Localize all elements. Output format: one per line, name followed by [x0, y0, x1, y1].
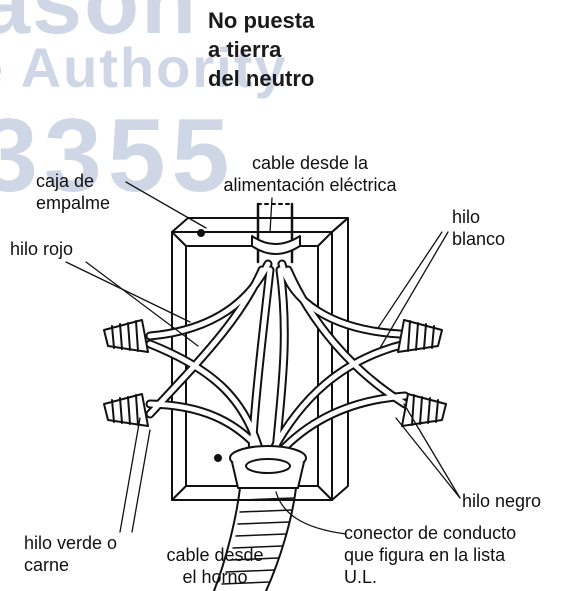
title-line-3: del neutro — [208, 66, 315, 91]
watermark-line-3: 3355 — [0, 98, 236, 214]
label-conduit-connector: conector de conducto que figura en la li… — [344, 523, 517, 587]
title-line-1: No puesta — [208, 8, 315, 33]
conduit-connector — [229, 445, 307, 489]
label-green-wire: hilo verde o carne — [24, 533, 118, 575]
wire-nut-right-bottom — [401, 393, 447, 427]
wire-nut-right-top — [397, 319, 443, 353]
title-line-2: a tierra — [208, 37, 282, 62]
wire-nut-left-top — [103, 319, 149, 353]
label-red-wire: hilo rojo — [10, 239, 74, 259]
junction-box — [171, 217, 349, 501]
label-oven-cable: cable desde el horno — [166, 545, 264, 587]
wire-nut-left-bottom — [103, 393, 149, 427]
label-black-wire: hilo negro — [462, 491, 542, 511]
leader-lines — [65, 181, 461, 535]
diagram-title: No puesta a tierra del neutro — [208, 6, 408, 93]
watermark-line-1: ason — [0, 0, 199, 53]
watermark-line-2: e Authority — [0, 36, 288, 99]
label-power-cable: cable desde la alimentación eléctrica — [223, 153, 397, 195]
oven-cable — [213, 487, 297, 591]
label-white-wire: hilo blanco — [452, 207, 506, 249]
label-junction-box: caja de empalme — [36, 171, 111, 213]
power-cable — [251, 202, 301, 264]
